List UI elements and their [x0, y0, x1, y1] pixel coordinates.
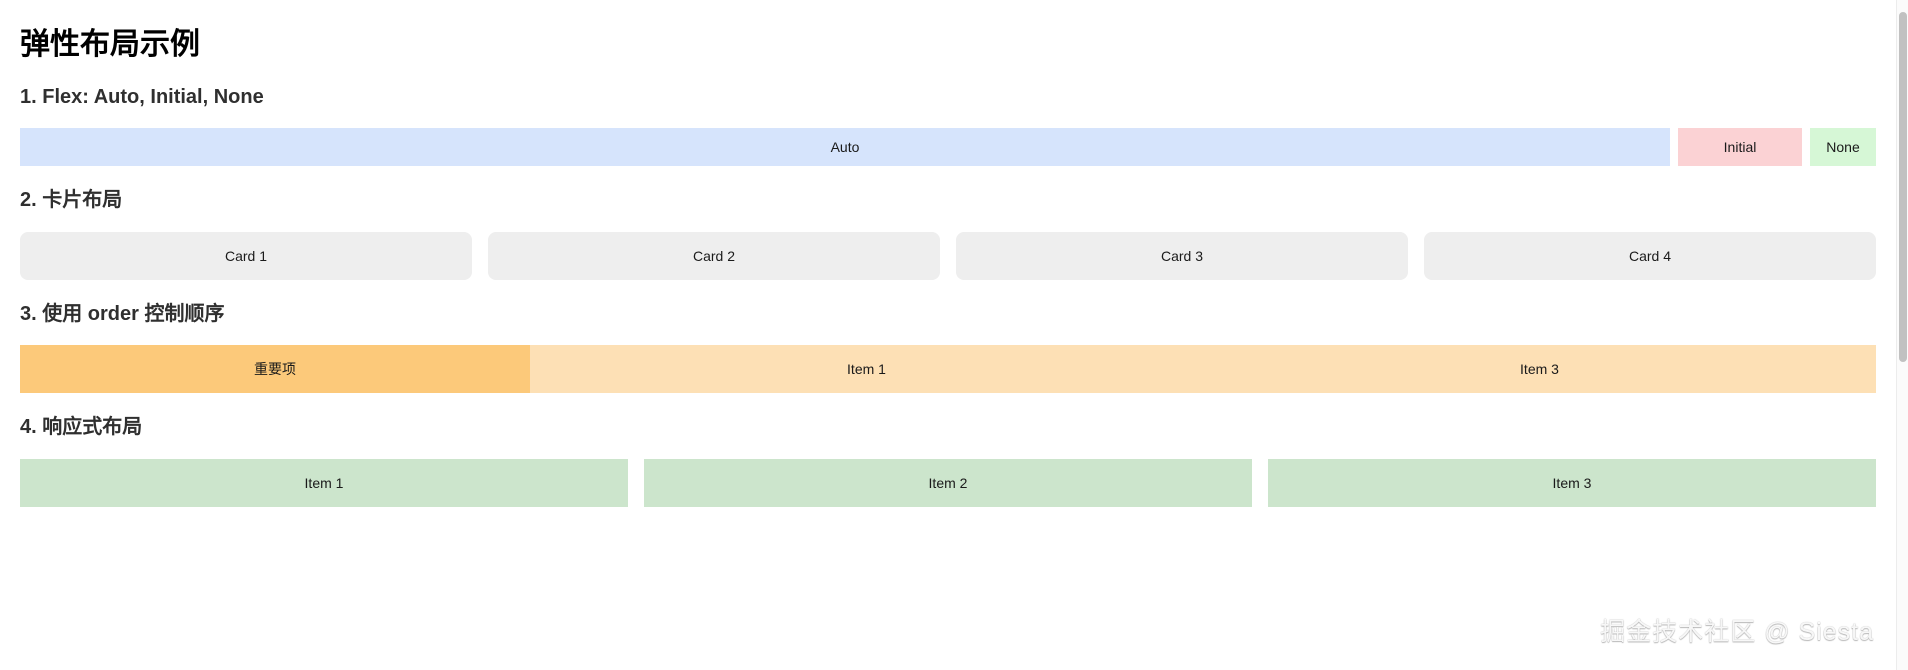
section-flex-modes: Auto Initial None	[20, 127, 1876, 166]
card-item[interactable]: Card 3	[956, 231, 1408, 280]
section-responsive: Item 1 Item 2 Item 3	[20, 458, 1876, 507]
section-order: Item 1 重要项 Item 3	[20, 344, 1876, 393]
section-heading-order: 3. 使用 order 控制顺序	[20, 302, 225, 325]
scrollbar-thumb[interactable]	[1899, 12, 1907, 362]
responsive-item: Item 3	[1268, 458, 1876, 507]
flex-modes-row: Auto Initial None	[20, 127, 1876, 166]
page-title: 弹性布局示例	[20, 28, 200, 61]
flex-box-initial: Initial	[1678, 127, 1802, 166]
card-item[interactable]: Card 4	[1424, 231, 1876, 280]
responsive-item: Item 1	[20, 458, 628, 507]
section-heading-flex-modes: 1. Flex: Auto, Initial, None	[20, 85, 264, 108]
order-item-important: 重要项	[20, 344, 530, 393]
card-item[interactable]: Card 2	[488, 231, 940, 280]
section-cards: Card 1 Card 2 Card 3 Card 4	[20, 231, 1876, 280]
section-heading-responsive: 4. 响应式布局	[20, 415, 143, 438]
responsive-row: Item 1 Item 2 Item 3	[20, 458, 1876, 507]
vertical-scrollbar[interactable]	[1896, 0, 1908, 670]
watermark: 掘金技术社区 @ Siesta	[1600, 618, 1874, 646]
cards-row: Card 1 Card 2 Card 3 Card 4	[20, 231, 1876, 280]
order-item-1: Item 1	[530, 344, 1203, 393]
flex-box-auto: Auto	[20, 127, 1670, 166]
section-heading-cards: 2. 卡片布局	[20, 188, 123, 211]
flex-box-none: None	[1810, 127, 1876, 166]
order-row: Item 1 重要项 Item 3	[20, 344, 1876, 393]
responsive-item: Item 2	[644, 458, 1252, 507]
card-item[interactable]: Card 1	[20, 231, 472, 280]
order-item-3: Item 3	[1203, 344, 1876, 393]
